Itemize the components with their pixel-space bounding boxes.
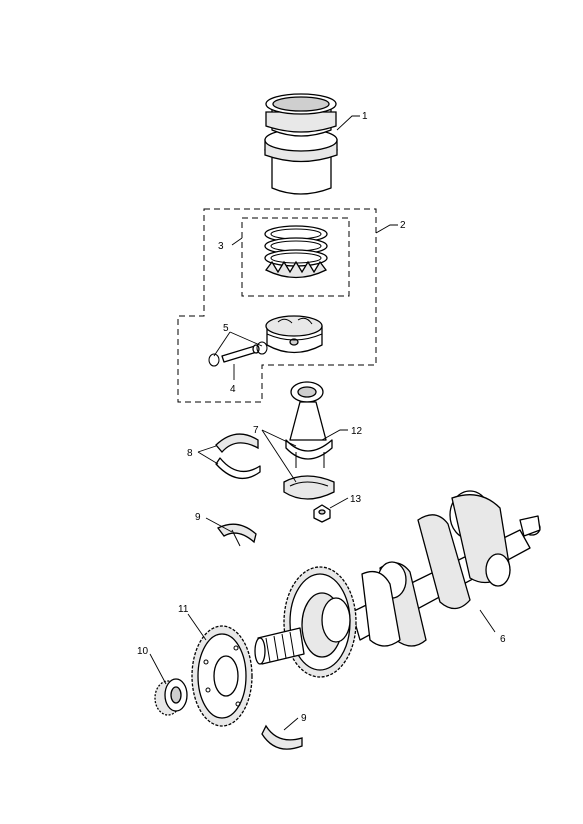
piston-assembly-outline — [177, 208, 377, 403]
callout-labels: 1 2 3 5 4 7 12 8 13 9 11 6 10 9 — [137, 111, 506, 724]
gudgeon-pin — [221, 344, 260, 363]
cylinder-liner — [264, 93, 338, 195]
connecting-rod — [283, 381, 335, 500]
main-bearing-shell-upper — [217, 523, 257, 547]
piston-ring-set-outline — [241, 217, 350, 297]
crankshaft — [351, 490, 541, 647]
piston — [265, 315, 323, 354]
callout-11: 11 — [178, 604, 189, 615]
callout-12: 12 — [351, 426, 363, 437]
callout-6: 6 — [500, 634, 506, 645]
callout-13: 13 — [350, 494, 362, 505]
callout-7: 7 — [253, 425, 259, 436]
callout-8: 8 — [187, 448, 193, 459]
callout-9-upper: 9 — [195, 512, 201, 523]
callout-1: 1 — [362, 111, 368, 122]
big-end-bearing-shells — [215, 433, 261, 480]
callout-9-lower: 9 — [301, 713, 307, 724]
callout-3: 3 — [218, 241, 224, 252]
nut — [313, 504, 331, 523]
main-bearing-shell-lower — [261, 724, 303, 750]
gear-wheel — [191, 625, 253, 727]
sprocket — [154, 678, 188, 716]
leader-lines — [149, 115, 496, 731]
callout-5: 5 — [223, 323, 229, 334]
crankshaft-gear — [283, 566, 357, 678]
crankshaft-spline — [254, 627, 305, 665]
callout-4: 4 — [230, 384, 236, 395]
circlips — [208, 341, 268, 367]
callout-10: 10 — [137, 646, 149, 657]
piston-rings — [264, 225, 328, 279]
callout-2: 2 — [400, 220, 406, 231]
